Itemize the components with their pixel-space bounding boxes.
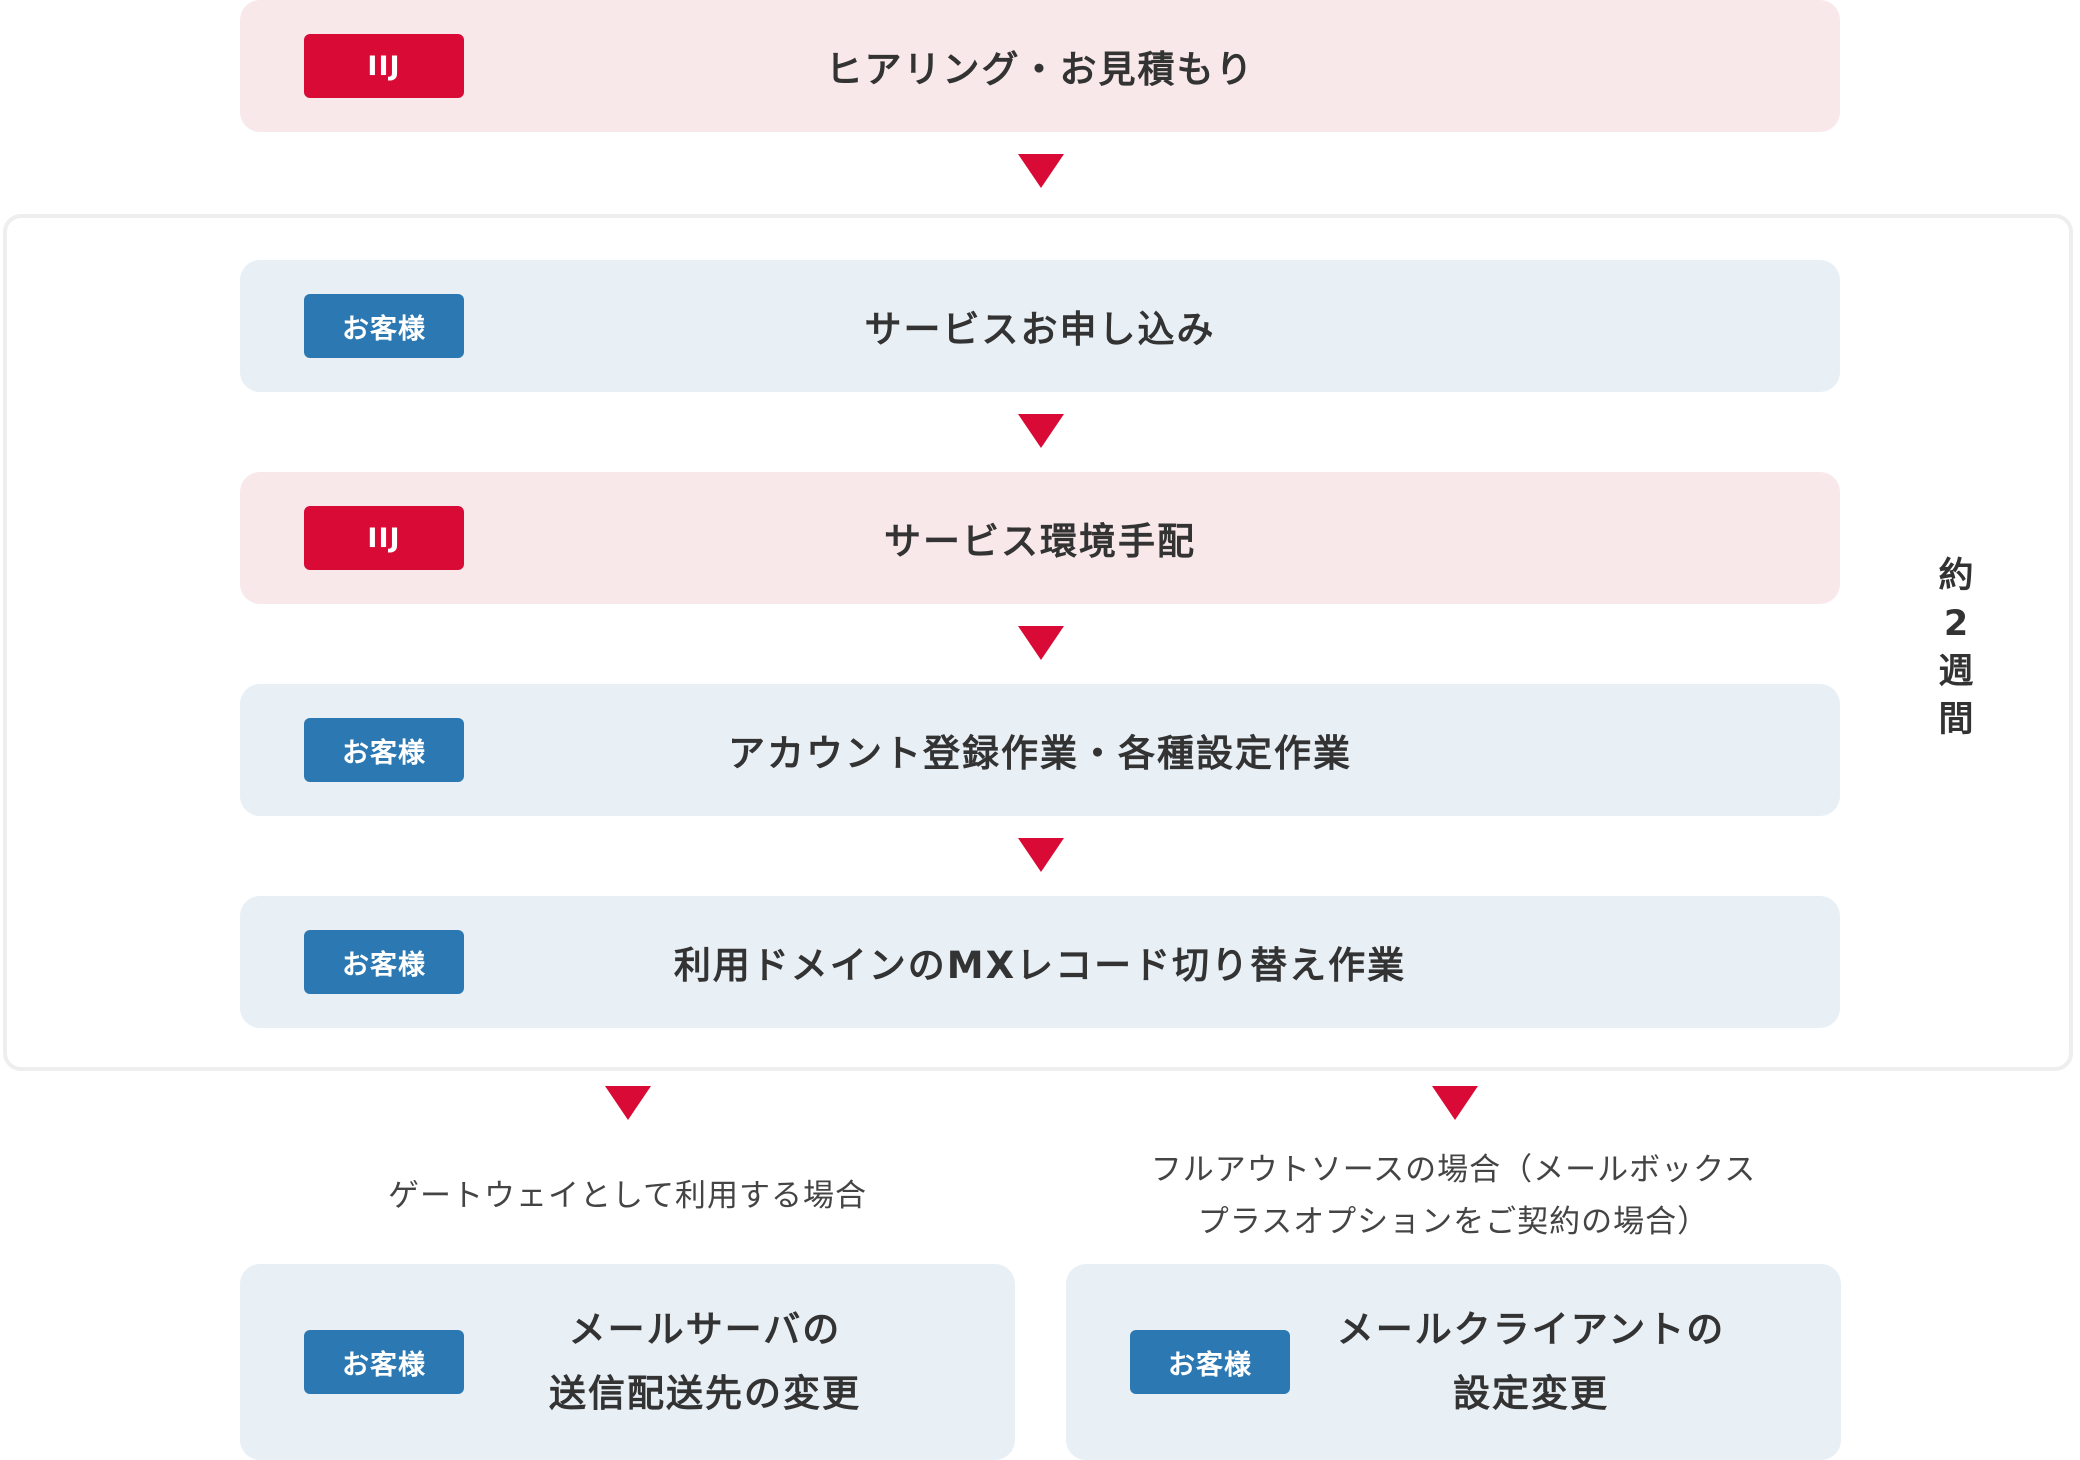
step-title: 利用ドメインのMXレコード切り替え作業 <box>673 944 1407 987</box>
duration-char: 約 <box>1938 556 1974 596</box>
actor-badge-customer: お客様 <box>304 294 464 358</box>
step-title: メールクライアントの 設定変更 <box>1336 1308 1726 1415</box>
step-mail-server-change: お客様 メールサーバの 送信配送先の変更 <box>240 1264 1015 1460</box>
branch-condition-full-outsource: フルアウトソースの場合（メールボックス プラスオプションをご契約の場合） <box>1150 1152 1757 1240</box>
duration-char: 間 <box>1938 700 1974 740</box>
flow-arrow-down-icon <box>1018 838 1064 872</box>
step-account-registration: お客様 アカウント登録作業・各種設定作業 <box>240 684 1840 816</box>
flow-arrow-down-icon <box>1018 154 1064 188</box>
step-title: サービスお申し込み <box>864 308 1216 351</box>
flow-arrow-down-icon <box>1018 626 1064 660</box>
two-week-period-frame <box>3 214 2073 1071</box>
step-title: ヒアリング・お見積もり <box>825 48 1255 91</box>
branch-condition-gateway: ゲートウェイとして利用する場合 <box>387 1178 868 1214</box>
actor-badge-iij: IIJ <box>304 34 464 98</box>
step-title: メールサーバの 送信配送先の変更 <box>549 1308 861 1415</box>
branch-arrow-down-icon <box>605 1086 651 1120</box>
step-environment-setup: IIJ サービス環境手配 <box>240 472 1840 604</box>
step-title: アカウント登録作業・各種設定作業 <box>728 732 1352 775</box>
step-mx-record-switch: お客様 利用ドメインのMXレコード切り替え作業 <box>240 896 1840 1028</box>
step-service-application: お客様 サービスお申し込み <box>240 260 1840 392</box>
actor-badge-customer: お客様 <box>1130 1330 1290 1394</box>
actor-badge-customer: お客様 <box>304 718 464 782</box>
actor-badge-customer: お客様 <box>304 1330 464 1394</box>
step-mail-client-change: お客様 メールクライアントの 設定変更 <box>1066 1264 1841 1460</box>
actor-badge-iij: IIJ <box>304 506 464 570</box>
duration-label: 約 2 週 間 <box>1930 552 1982 744</box>
step-title: サービス環境手配 <box>884 520 1196 563</box>
step-hearing-estimate: IIJ ヒアリング・お見積もり <box>240 0 1840 132</box>
branch-arrow-down-icon <box>1432 1086 1478 1120</box>
duration-char: 2 <box>1943 604 1969 644</box>
duration-char: 週 <box>1938 652 1974 692</box>
flow-arrow-down-icon <box>1018 414 1064 448</box>
actor-badge-customer: お客様 <box>304 930 464 994</box>
